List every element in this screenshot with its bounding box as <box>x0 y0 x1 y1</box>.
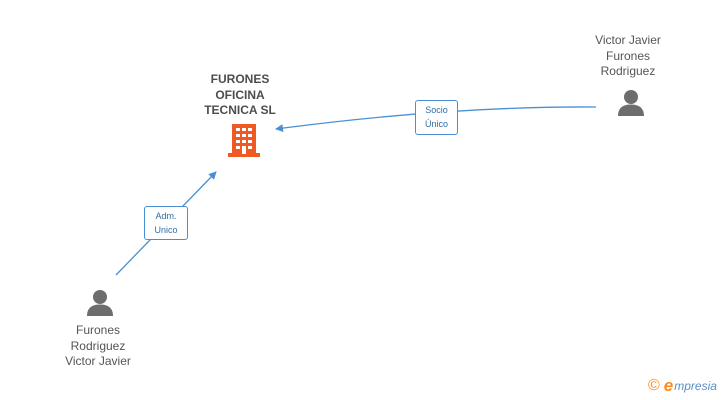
person-name-line: Rodriguez <box>70 338 126 353</box>
person-name-bottom-left[interactable]: Furones Rodriguez Victor Javier <box>48 323 148 370</box>
edge-label-line: Unico <box>154 225 178 235</box>
person-name-line: Furones <box>75 323 121 337</box>
empresia-logo-initial: e <box>663 376 674 395</box>
edge-label-adm-unico[interactable]: Adm. Unico <box>144 206 188 240</box>
edge-label-line: Socio <box>425 105 448 115</box>
person-name-line: Victor Javier <box>595 33 661 47</box>
company-name[interactable]: FURONES OFICINA TECNICA SL <box>190 72 290 119</box>
person-name-line: Rodriguez <box>600 64 656 78</box>
building-icon[interactable] <box>228 122 260 158</box>
copyright-icon: © <box>648 377 660 394</box>
edge-label-line: Adm. <box>155 211 177 221</box>
person-name-line: Victor Javier <box>65 354 131 368</box>
person-name-line: Furones <box>605 48 651 63</box>
empresia-logo-text: mpresia <box>674 379 717 393</box>
company-name-line: TECNICA SL <box>204 103 276 117</box>
company-name-line: OFICINA <box>215 87 265 102</box>
company-name-line: FURONES <box>210 72 270 86</box>
person-name-top-right[interactable]: Victor Javier Furones Rodriguez <box>578 33 678 80</box>
empresia-credit[interactable]: © e mpresia <box>648 376 717 395</box>
person-icon[interactable] <box>85 288 115 318</box>
person-icon[interactable] <box>616 88 646 118</box>
edge-label-socio-unico[interactable]: Socio Único <box>415 100 458 135</box>
edge-label-line: Único <box>424 119 448 129</box>
